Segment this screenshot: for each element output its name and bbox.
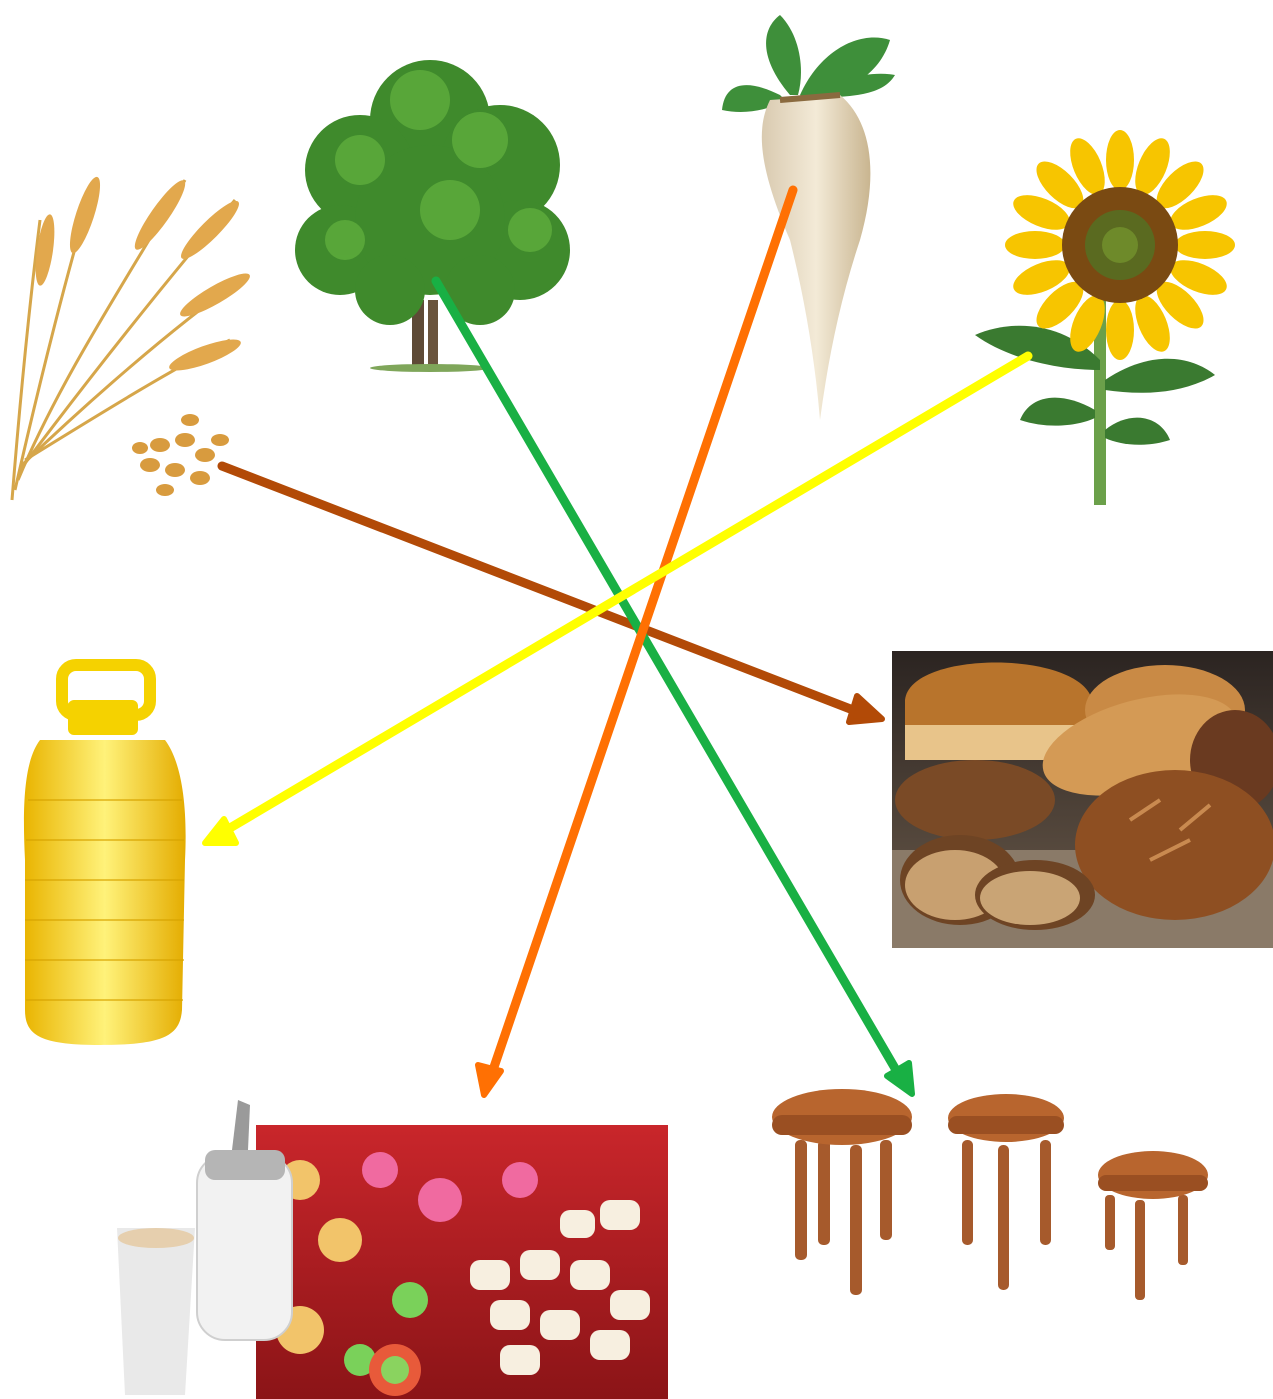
sugar-beet-icon [722, 15, 895, 420]
candy-icon [117, 1100, 668, 1399]
stool-icon [772, 1089, 1208, 1300]
bread-icon [892, 651, 1273, 948]
arrow-tree-to-stools [436, 281, 912, 1094]
arrow-beet-to-sweets [478, 190, 793, 1095]
wheat-icon [12, 174, 254, 500]
sunflower-icon [975, 130, 1235, 505]
tree-icon [295, 60, 570, 372]
oil-bottle-icon [24, 665, 186, 1045]
